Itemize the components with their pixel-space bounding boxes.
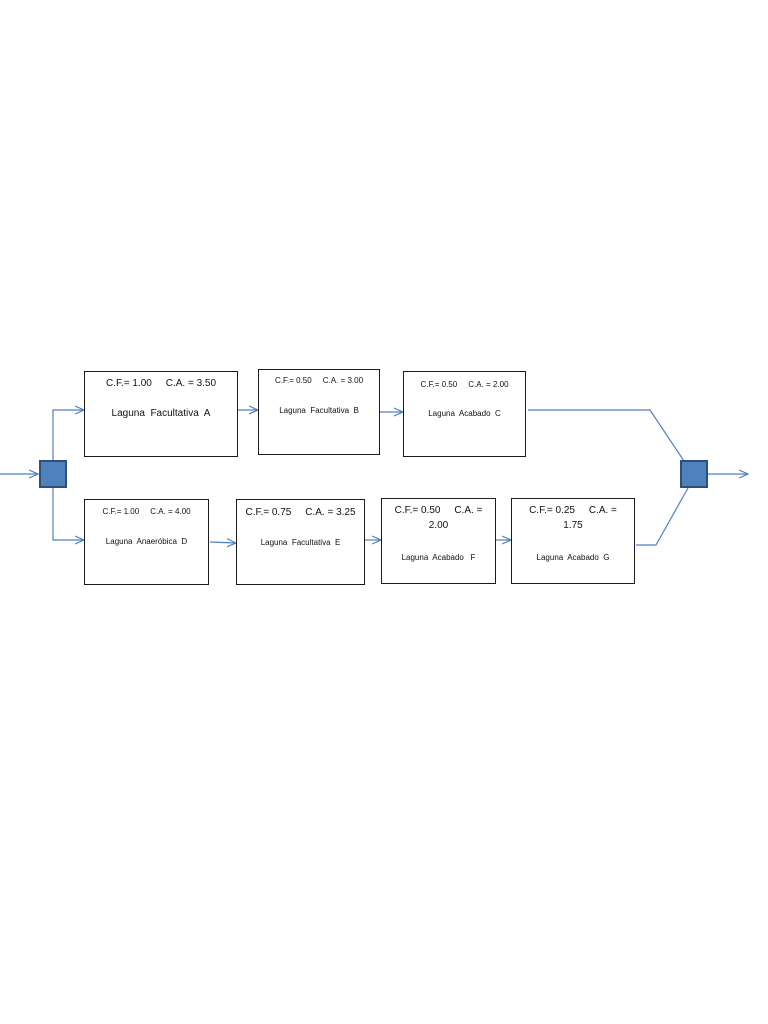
- arrow-d-e: [209, 542, 236, 543]
- lagoon-d-coefficients: C.F.= 1.00 C.A. = 4.00: [102, 507, 191, 516]
- lagoon-e-coefficients: C.F.= 0.75 C.A. = 3.25: [245, 507, 356, 518]
- lagoon-e-name: Laguna Facultativa E: [260, 538, 341, 547]
- lagoon-box-e: C.F.= 0.75 C.A. = 3.25 Laguna Facultativ…: [236, 499, 365, 585]
- lagoon-b-coefficients: C.F.= 0.50 C.A. = 3.00: [274, 376, 364, 385]
- lagoon-d-name: Laguna Anaeróbica D: [105, 537, 188, 546]
- lagoon-box-d: C.F.= 1.00 C.A. = 4.00 Laguna Anaeróbica…: [84, 499, 209, 585]
- line-g-merge: [636, 487, 689, 546]
- lagoon-box-a: C.F.= 1.00 C.A. = 3.50 Laguna Facultativ…: [84, 371, 238, 457]
- line-c-merge: [528, 409, 685, 462]
- lagoon-box-f: C.F.= 0.50 C.A. = 2.00 Laguna Acabado F: [381, 498, 496, 584]
- lagoon-f-coefficients: C.F.= 0.50 C.A. =: [394, 505, 483, 516]
- lagoon-f-name: Laguna Acabado F: [401, 553, 476, 562]
- lagoon-a-coefficients: C.F.= 1.00 C.A. = 3.50: [105, 378, 217, 389]
- split-bottom-line: [52, 488, 84, 540]
- lagoon-b-name: Laguna Facultativa B: [279, 406, 359, 415]
- lagoon-box-b: C.F.= 0.50 C.A. = 3.00 Laguna Facultativ…: [258, 369, 380, 455]
- lagoon-g-coefficients: C.F.= 0.25 C.A. =: [529, 505, 617, 516]
- split-top-line: [52, 410, 84, 461]
- lagoon-g-coefficients-cont: 1.75: [563, 520, 583, 531]
- lagoon-box-g: C.F.= 0.25 C.A. = 1.75 Laguna Acabado G: [511, 498, 635, 584]
- lagoon-a-name: Laguna Facultativa A: [111, 408, 211, 419]
- merge-node: [680, 460, 708, 488]
- lagoon-box-c: C.F.= 0.50 C.A. = 2.00 Laguna Acabado C: [403, 371, 526, 457]
- lagoon-f-coefficients-cont: 2.00: [428, 520, 449, 531]
- lagoon-g-name: Laguna Acabado G: [536, 553, 610, 562]
- lagoon-c-coefficients: C.F.= 0.50 C.A. = 2.00: [420, 380, 509, 389]
- lagoon-c-name: Laguna Acabado C: [428, 409, 501, 418]
- split-node: [39, 460, 67, 488]
